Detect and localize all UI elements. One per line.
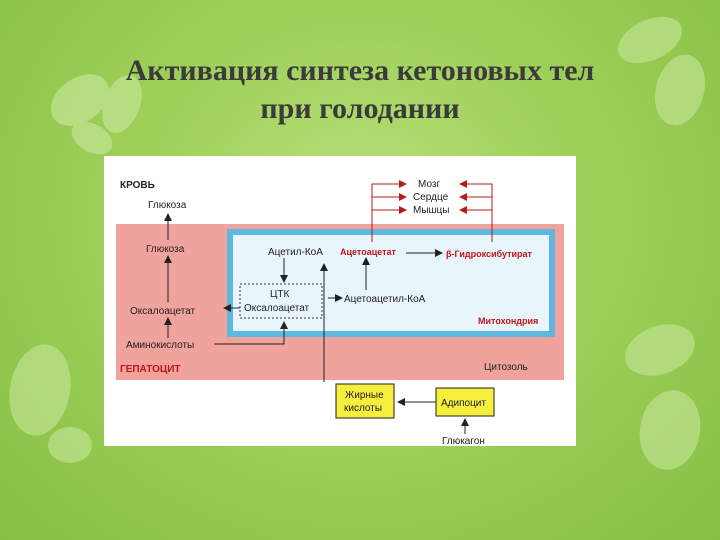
butterfly-decoration-right xyxy=(618,16,705,126)
label-glucagon: Глюкагон xyxy=(442,436,485,446)
butterfly-decoration-bottom-left xyxy=(9,344,92,463)
ketone-synthesis-diagram: КРОВЬ Глюкоза Глюкоза Оксалоацетат Амино… xyxy=(104,156,576,447)
label-mitochondria: Митохондрия xyxy=(478,316,538,326)
tca-box xyxy=(239,283,323,319)
slide-title: Активация синтеза кетоновых тел при голо… xyxy=(60,52,660,128)
label-acetoacetate: Ацетоацетат xyxy=(340,247,397,257)
label-oxaloacetate: Оксалоацетат xyxy=(130,306,196,317)
arrow-acetoacetate-to-tissues xyxy=(371,180,407,242)
label-fatty-acids-line2: кислоты xyxy=(344,403,382,414)
label-blood: КРОВЬ xyxy=(120,180,155,191)
label-hydroxybutyrate: β-Гидроксибутират xyxy=(446,249,533,259)
butterfly-decoration-bottom-right xyxy=(625,324,701,470)
label-heart: Сердце xyxy=(413,192,449,203)
slide-title-line-2: при голодании xyxy=(260,92,460,125)
label-acetyl-coa: Ацетил-КоА xyxy=(268,247,323,258)
adipocyte-box xyxy=(435,387,495,417)
mitochondria-box xyxy=(227,229,555,337)
label-hepatocyte: ГЕПАТОЦИТ xyxy=(120,364,181,375)
label-cytosol: Цитозоль xyxy=(484,362,528,373)
label-fatty-acids-line1: Жирные xyxy=(345,390,384,401)
diagram-canvas: КРОВЬ Глюкоза Глюкоза Оксалоацетат Амино… xyxy=(116,179,564,447)
label-adipocyte: Адипоцит xyxy=(441,398,486,409)
label-tca-oxaloacetate: Оксалоацетат xyxy=(244,303,310,314)
label-tca: ЦТК xyxy=(270,289,290,300)
label-glucose-cell: Глюкоза xyxy=(146,244,185,255)
label-acetoacetyl-coa: Ацетоацетил-КоА xyxy=(344,294,426,305)
arrow-aminoacids-to-tca xyxy=(214,321,288,345)
slide-title-line-1: Активация синтеза кетоновых тел xyxy=(125,54,595,87)
label-muscles: Мышцы xyxy=(413,205,449,216)
label-brain: Мозг xyxy=(418,179,440,190)
label-amino-acids: Аминокислоты xyxy=(126,340,194,351)
fatty-acids-box xyxy=(335,383,395,419)
butterfly-decoration-left xyxy=(50,74,142,155)
label-glucose-blood: Глюкоза xyxy=(148,200,187,211)
arrow-hydroxybutyrate-to-tissues xyxy=(459,180,493,242)
